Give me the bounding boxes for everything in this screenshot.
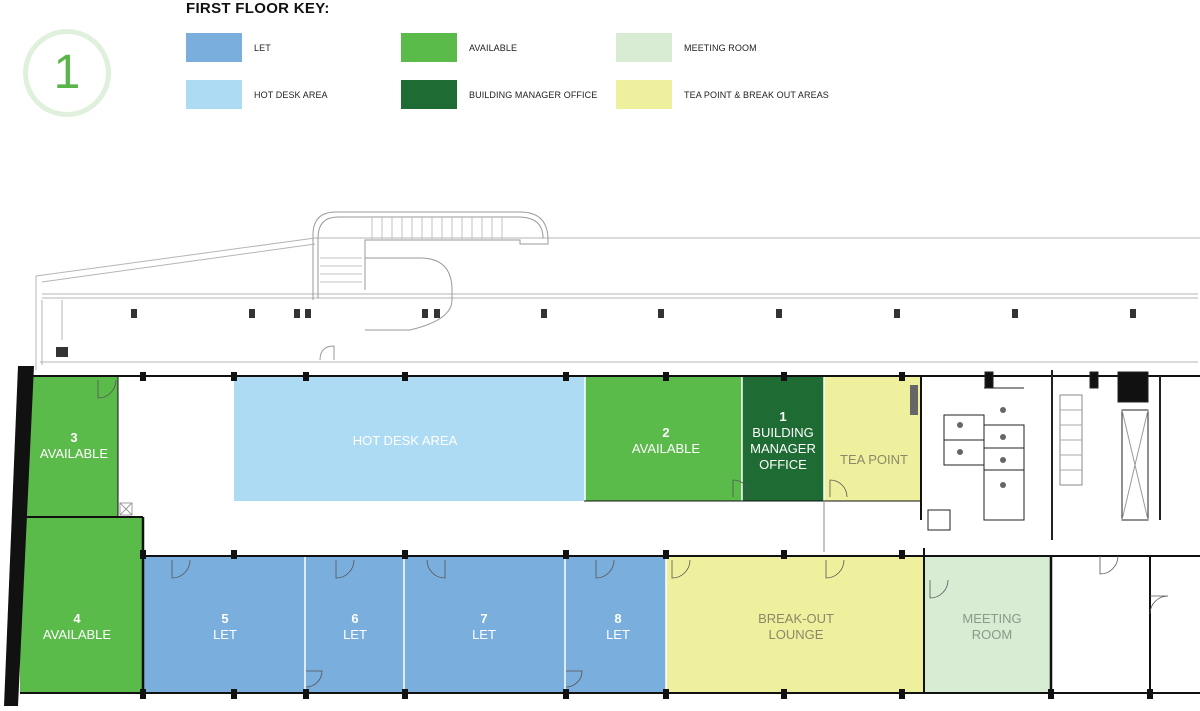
room-3-number: 3	[70, 430, 77, 445]
room-4-available[interactable]	[20, 517, 143, 693]
column-markers	[56, 309, 1136, 357]
room-2-number: 2	[662, 425, 669, 440]
key-label-let: LET	[254, 43, 271, 53]
window-mullions	[140, 372, 1153, 699]
room-8-let[interactable]	[565, 556, 666, 693]
room-1-line-1: BUILDING	[752, 425, 813, 440]
room-1-line-3: OFFICE	[759, 457, 807, 472]
room-3-status: AVAILABLE	[40, 446, 108, 461]
room-1-number: 1	[779, 409, 786, 424]
key-swatch-meeting-room	[616, 33, 672, 62]
room-2-available[interactable]	[585, 377, 742, 501]
key-swatch-tea-point	[616, 80, 672, 109]
room-7-let[interactable]	[404, 556, 565, 693]
room-8-status: LET	[606, 627, 630, 642]
building-outline	[35, 237, 1200, 370]
break-out-line-1: BREAK-OUT	[758, 611, 834, 626]
room-4-number: 4	[73, 611, 81, 626]
hot-desk-area[interactable]	[234, 377, 585, 501]
hot-desk-label: HOT DESK AREA	[353, 433, 458, 448]
room-2-status: AVAILABLE	[632, 441, 700, 456]
room-6-let[interactable]	[305, 556, 404, 693]
key-label-hot-desk: HOT DESK AREA	[254, 90, 328, 100]
room-5-let[interactable]	[143, 556, 305, 693]
room-7-status: LET	[472, 627, 496, 642]
key-swatch-hot-desk	[186, 80, 242, 109]
key-label-meeting-room: MEETING ROOM	[684, 43, 757, 53]
room-5-status: LET	[213, 627, 237, 642]
tea-point[interactable]	[824, 377, 921, 501]
room-5-number: 5	[221, 611, 228, 626]
room-3-available[interactable]	[26, 376, 118, 517]
room-6-status: LET	[343, 627, 367, 642]
room-1-line-2: MANAGER	[750, 441, 816, 456]
key-swatch-let	[186, 33, 242, 62]
wc-fixtures	[910, 385, 1006, 488]
break-out-lounge[interactable]	[666, 556, 924, 693]
key-swatch-building-manager	[401, 80, 457, 109]
floor-number-badge: 1	[23, 29, 111, 117]
room-8-number: 8	[614, 611, 621, 626]
tea-point-label: TEA POINT	[840, 452, 908, 467]
room-labels: 3 AVAILABLE HOT DESK AREA 2 AVAILABLE 1 …	[40, 409, 1022, 642]
wc-core	[927, 370, 1161, 540]
doors	[97, 379, 1169, 688]
room-4-status: AVAILABLE	[43, 627, 111, 642]
key-title: FIRST FLOOR KEY:	[186, 0, 330, 17]
room-6-number: 6	[351, 611, 358, 626]
meeting-room-line-1: MEETING	[962, 611, 1021, 626]
key-label-building-manager: BUILDING MANAGER OFFICE	[469, 90, 598, 100]
floor-number: 1	[53, 46, 81, 99]
walls	[4, 366, 1200, 706]
key-label-available: AVAILABLE	[469, 43, 518, 53]
key-label-tea-point: TEA POINT & BREAK OUT AREAS	[684, 90, 829, 100]
meeting-room[interactable]	[924, 556, 1051, 693]
room-1-building-manager-office[interactable]	[742, 377, 824, 501]
key-swatch-available	[401, 33, 457, 62]
break-out-line-2: LOUNGE	[769, 627, 824, 642]
stair-tower	[312, 211, 549, 361]
room-7-number: 7	[480, 611, 487, 626]
meeting-room-line-2: ROOM	[972, 627, 1012, 642]
